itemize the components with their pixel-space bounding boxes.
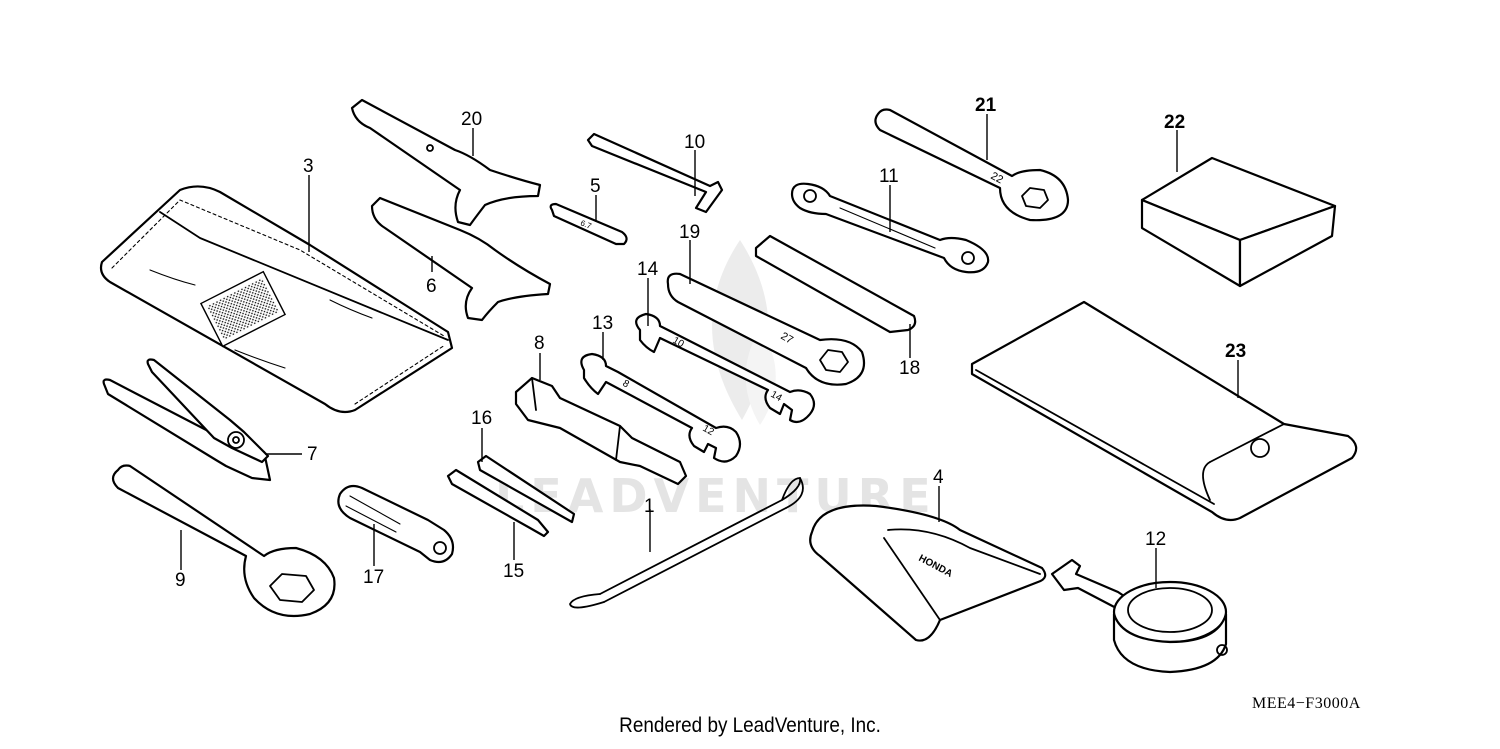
key-engraving: 6.7 [579,218,593,231]
callout-14: 14 [637,259,659,280]
callout-13: 13 [592,313,613,334]
folded-bag-part [970,300,1358,522]
callout-23: 23 [1225,341,1246,362]
box-wrench-part-21: 22 [874,108,1070,222]
plug-wrench-part [514,376,688,486]
callout-22: 22 [1164,112,1185,133]
callout-17: 17 [363,567,384,588]
callout-6: 6 [426,276,437,297]
wrench-engraving-10: 10 [671,335,687,350]
callout-4: 4 [933,467,944,488]
pin-spanner-part-20 [350,98,542,227]
box-wrench-part-9 [111,464,336,618]
tire-gauge-part [1050,558,1228,674]
tool-bag-part [99,185,454,414]
handle-part [754,234,917,334]
wrench-engraving-8: 8 [621,378,632,391]
cable-part [569,477,804,609]
screwdriver-part-16 [476,454,576,524]
screwdriver-grip-part [337,484,455,564]
diagram-code: MEE4−F3000A [1252,695,1361,712]
hex-key-part [586,132,724,214]
callout-numbers: 1 3 4 5 6 7 8 9 10 11 12 13 14 15 16 17 … [175,95,1246,591]
callout-15: 15 [503,561,524,582]
small-key-part: 6.7 [549,202,628,246]
callout-7: 7 [307,444,318,465]
wrench-engraving-22: 22 [989,170,1005,186]
callout-21: 21 [975,95,997,116]
callout-1: 1 [644,496,655,517]
sponge-part [1140,156,1337,288]
callout-11: 11 [879,166,899,187]
wrench-engraving-27: 27 [779,330,796,347]
callout-3: 3 [303,156,314,177]
screwdriver-part-15 [446,468,550,538]
callout-5: 5 [590,176,601,197]
open-wrench-part-13: 8 12 [580,352,742,463]
footer-credit: Rendered by LeadVenture, Inc. [619,714,881,737]
wrench-engraving-12: 12 [701,423,717,438]
callout-19: 19 [679,222,700,243]
wrench-part-19: 27 [666,272,866,386]
callout-16: 16 [471,408,492,429]
callout-18: 18 [899,358,920,379]
callout-12: 12 [1145,529,1166,550]
pouch-part-4: HONDA [809,504,1047,642]
pin-spanner-part-6 [370,196,552,322]
open-wrench-part-14: 10 14 [635,312,816,424]
callout-leaders [180,114,1239,588]
callout-10: 10 [684,132,705,153]
watermark-logo: LEADVENTURE [495,240,931,523]
wrench-engraving-14: 14 [769,389,785,404]
callout-9: 9 [175,570,186,591]
callout-8: 8 [534,333,545,354]
callout-20: 20 [461,109,482,130]
pliers-part [102,358,272,482]
